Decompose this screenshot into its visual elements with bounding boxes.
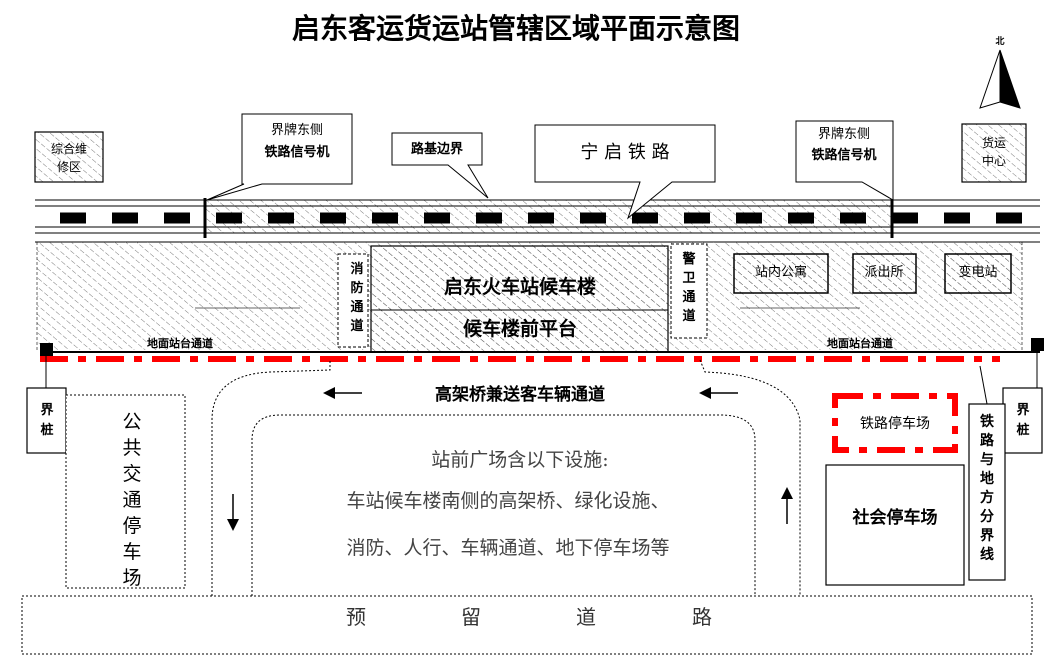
- bus-parking-label: 公共交通停车场: [122, 411, 141, 589]
- plaza-line-1: 车站候车楼南侧的高架桥、绿化设施、: [346, 490, 669, 512]
- rail-parking-label: 铁路停车场: [860, 415, 930, 432]
- bus-parking-box: [65, 394, 186, 589]
- reserved-road-char-1: 预: [346, 605, 366, 629]
- freight-center-label: 货运中心: [982, 135, 1006, 168]
- svg-text:宁 启 铁 路: 宁 启 铁 路: [580, 142, 669, 163]
- north-label: 北: [995, 35, 1004, 47]
- callout-signal-left: 界牌东侧 铁路信号机: [206, 113, 353, 201]
- guard-lane-label: 警卫通道: [682, 251, 695, 324]
- reserved-road-char-3: 道: [576, 605, 596, 629]
- substation-box: [944, 253, 1012, 294]
- callout-signal-right: 界牌东侧 铁路信号机: [795, 120, 894, 201]
- waiting-building: [370, 245, 669, 353]
- reserved-road-box: [21, 595, 1033, 655]
- plaza-line-2: 消防、人行、车辆通道、地下停车场等: [346, 537, 669, 559]
- plaza-heading: 站前广场含以下设施:: [431, 449, 608, 471]
- ground-passage-right-label: 地面站台通道: [827, 336, 893, 350]
- boundary-pile-left-box: [26, 387, 67, 454]
- reserved-road-char-4: 路: [692, 605, 712, 629]
- svg-text:铁路信号机: 铁路信号机: [263, 144, 329, 160]
- viaduct-outline: [211, 359, 801, 596]
- boundary-pile-right-label: 界桩: [1016, 402, 1029, 438]
- police-box: [852, 253, 917, 294]
- callout-railway: 宁 启 铁 路: [534, 124, 716, 220]
- fire-lane-box: [337, 253, 369, 348]
- social-parking-label: 社会停车场: [852, 507, 938, 528]
- svg-text:路基边界: 路基边界: [411, 141, 463, 157]
- svg-text:界牌东侧: 界牌东侧: [818, 126, 870, 142]
- police-label: 派出所: [864, 265, 903, 280]
- reserved-road-char-2: 留: [461, 605, 481, 629]
- svg-text:铁路信号机: 铁路信号机: [810, 147, 876, 163]
- viaduct-label: 高架桥兼送客车辆通道: [435, 384, 605, 405]
- freight-center-box: [961, 123, 1027, 183]
- maintenance-area-label-1: 综合维修区: [51, 141, 87, 174]
- apartment-label: 站内公寓: [755, 264, 807, 280]
- rail-parking-box: [832, 393, 958, 453]
- ground-passage-left-label: 地面站台通道: [147, 336, 213, 350]
- guard-lane-box: [670, 243, 708, 339]
- plaza-outline: [251, 414, 756, 596]
- page-title: 启东客运货运站管辖区域平面示意图: [292, 12, 740, 45]
- substation-label: 变电站: [958, 264, 997, 280]
- callout-roadbed: 路基边界: [391, 132, 489, 199]
- boundary-line-box: [968, 403, 1006, 581]
- social-parking-box: [825, 464, 965, 586]
- boundary-pile-left-label: 界桩: [40, 402, 53, 438]
- maintenance-area-box: [34, 131, 104, 183]
- boundary-pile-left-marker: [40, 343, 53, 356]
- fire-lane-label: 消防通道: [350, 261, 363, 334]
- front-platform-label: 候车楼前平台: [463, 317, 577, 340]
- svg-text:界牌东侧: 界牌东侧: [271, 122, 323, 138]
- boundary-pile-right-marker: [1031, 338, 1044, 351]
- apartment-box: [733, 253, 829, 294]
- north-arrow-icon: [979, 49, 1021, 109]
- waiting-building-label: 启东火车站候车楼: [444, 275, 596, 298]
- railway-band: [35, 198, 1040, 243]
- boundary-line-label: 铁路与地方分界线: [980, 413, 995, 563]
- boundary-pile-right-box: [1002, 387, 1043, 454]
